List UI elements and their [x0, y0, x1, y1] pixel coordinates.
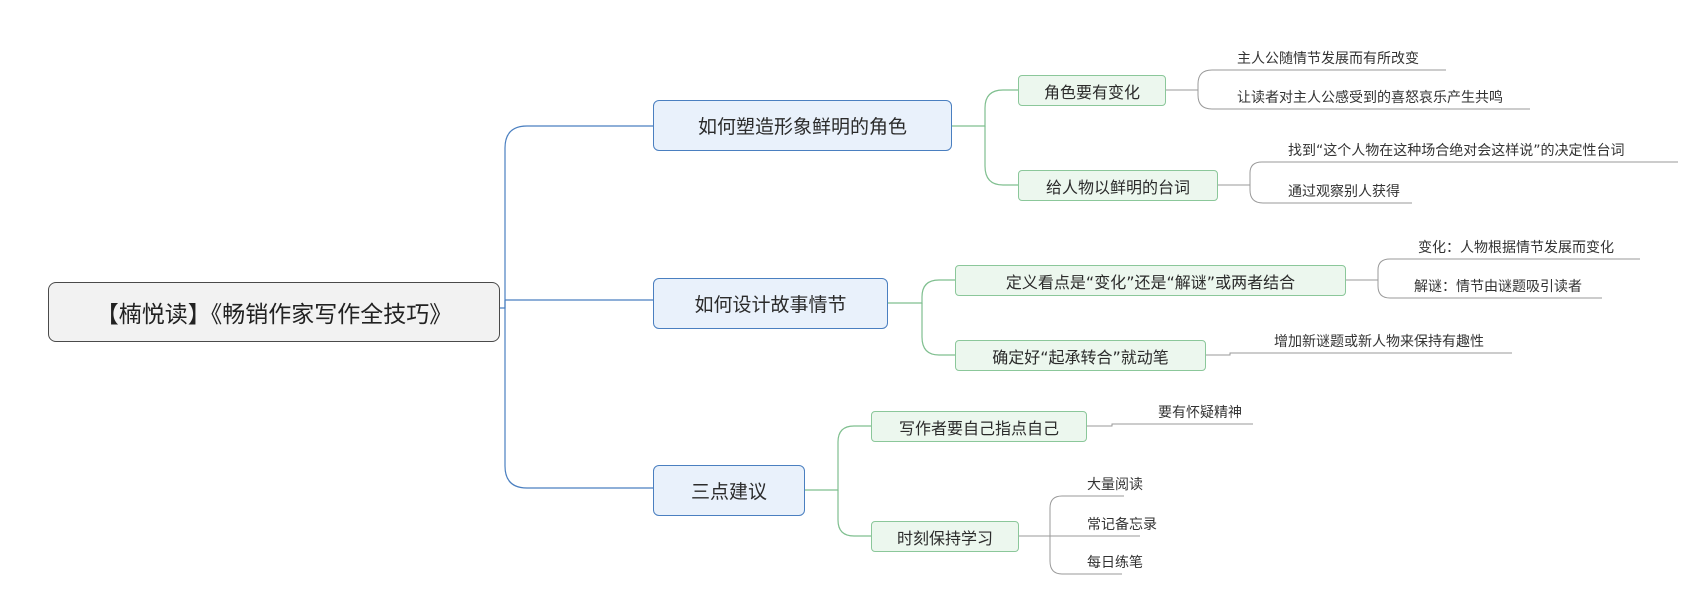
- root-topic-label: 【楠悦读】《畅销作家写作全技巧》: [95, 302, 453, 328]
- topic-self-guidance-label: 写作者要自己指点自己: [898, 418, 1059, 438]
- topic-define-highlight[interactable]: 定义看点是“变化”还是“解谜”或两者结合: [955, 265, 1346, 296]
- leaf-take-notes[interactable]: 常记备忘录: [1087, 517, 1157, 533]
- branch-three-tips[interactable]: 三点建议: [653, 465, 805, 516]
- leaf-connectors: [1019, 69, 1678, 575]
- topic-define-highlight-label: 定义看点是“变化”还是“解谜”或两者结合: [1005, 272, 1296, 292]
- root-topic[interactable]: 【楠悦读】《畅销作家写作全技巧》: [48, 282, 500, 342]
- leaf-protagonist-change[interactable]: 主人公随情节发展而有所改变: [1237, 51, 1419, 67]
- leaf-mystery-definition[interactable]: 解谜：情节由谜题吸引读者: [1414, 279, 1582, 295]
- leaf-new-mystery[interactable]: 增加新谜题或新人物来保持有趣性: [1274, 334, 1484, 350]
- branch-connectors: [805, 89, 1018, 537]
- topic-character-change-label: 角色要有变化: [1043, 82, 1140, 102]
- topic-keep-learning[interactable]: 时刻保持学习: [871, 521, 1019, 552]
- leaf-daily-writing[interactable]: 每日练笔: [1087, 555, 1143, 571]
- topic-keep-learning-label: 时刻保持学习: [896, 528, 993, 548]
- topic-story-structure-label: 确定好“起承转合”就动笔: [992, 347, 1169, 367]
- leaf-reader-empathy[interactable]: 让读者对主人公感受到的喜怒哀乐产生共鸣: [1237, 90, 1503, 106]
- branch-plot[interactable]: 如何设计故事情节: [653, 278, 888, 329]
- topic-character-change[interactable]: 角色要有变化: [1018, 75, 1166, 106]
- leaf-decisive-line[interactable]: 找到“这个人物在这种场合绝对会这样说”的决定性台词: [1288, 143, 1625, 159]
- leaf-read-widely[interactable]: 大量阅读: [1087, 477, 1143, 493]
- branch-three-tips-label: 三点建议: [690, 481, 767, 503]
- topic-story-structure[interactable]: 确定好“起承转合”就动笔: [955, 340, 1206, 371]
- topic-self-guidance[interactable]: 写作者要自己指点自己: [871, 411, 1087, 442]
- branch-character[interactable]: 如何塑造形象鲜明的角色: [653, 100, 952, 151]
- root-connectors: [500, 125, 653, 489]
- branch-character-label: 如何塑造形象鲜明的角色: [697, 116, 907, 138]
- branch-plot-label: 如何设计故事情节: [694, 294, 847, 316]
- leaf-change-definition[interactable]: 变化：人物根据情节发展而变化: [1418, 240, 1614, 256]
- leaf-skepticism[interactable]: 要有怀疑精神: [1158, 405, 1242, 421]
- leaf-observe-others[interactable]: 通过观察别人获得: [1288, 184, 1400, 200]
- topic-vivid-lines-label: 给人物以鲜明的台词: [1045, 177, 1190, 197]
- topic-vivid-lines[interactable]: 给人物以鲜明的台词: [1018, 170, 1218, 201]
